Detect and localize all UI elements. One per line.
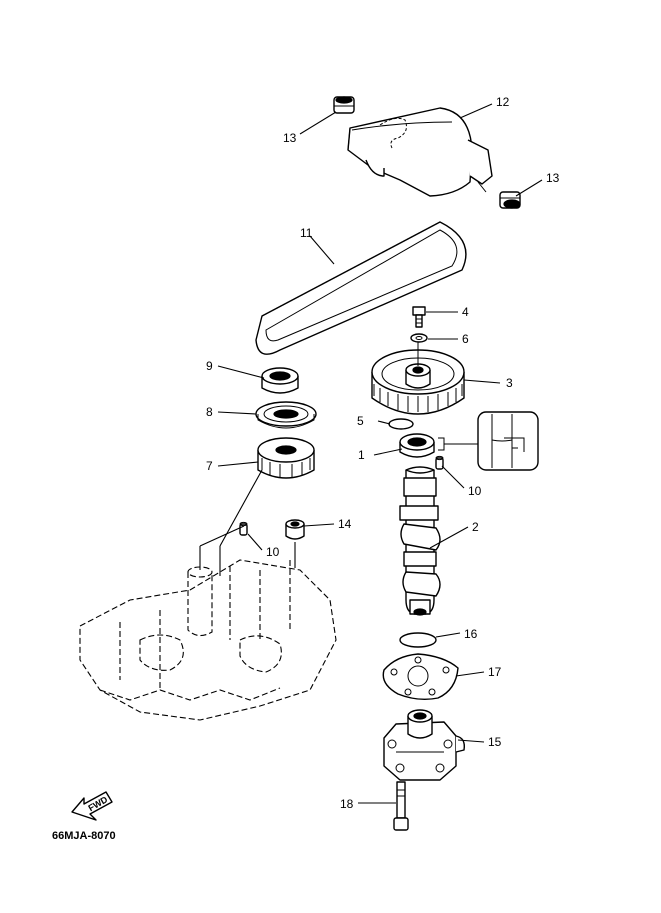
callout-8: 8 <box>206 405 213 419</box>
bolt-18 <box>393 781 409 831</box>
callout-2: 2 <box>472 520 479 534</box>
callout-11: 11 <box>300 226 313 240</box>
callout-10-right: 10 <box>468 484 482 498</box>
callout-12: 12 <box>496 95 510 109</box>
callout-labels: 1 2 3 4 5 6 7 8 9 10 10 11 12 13 13 14 1… <box>206 95 560 811</box>
dowel-pin-10-right <box>435 455 444 470</box>
bushing-14 <box>285 519 305 540</box>
detail-inset <box>438 411 539 471</box>
callout-4: 4 <box>462 305 469 319</box>
camshaft-pulley <box>371 342 465 415</box>
timing-belt <box>255 221 467 355</box>
callout-7: 7 <box>206 459 213 473</box>
timing-belt-cover <box>347 107 493 197</box>
oil-seal-9 <box>261 367 299 394</box>
callout-18: 18 <box>340 797 354 811</box>
o-ring-16 <box>399 632 437 648</box>
callout-3: 3 <box>506 376 513 390</box>
dowel-pin-10-left <box>239 521 248 536</box>
callout-10-left: 10 <box>266 545 280 559</box>
bearing-8 <box>255 401 317 429</box>
o-ring-5 <box>388 418 414 430</box>
callout-14: 14 <box>338 517 352 531</box>
callout-13-left: 13 <box>283 131 297 145</box>
callout-17: 17 <box>488 665 502 679</box>
leader-lines <box>217 103 543 804</box>
callout-15: 15 <box>488 735 502 749</box>
callout-16: 16 <box>464 627 478 641</box>
callout-5: 5 <box>357 414 364 428</box>
oil-seal-1 <box>399 433 435 458</box>
engine-block-outline <box>79 469 337 721</box>
crankshaft-pulley-7 <box>257 437 315 479</box>
callout-13-right: 13 <box>546 171 560 185</box>
oil-pump-15 <box>383 709 466 781</box>
callout-9: 9 <box>206 359 213 373</box>
camshaft <box>399 466 441 616</box>
grommet-13-right <box>499 191 521 209</box>
diagram-code: 66MJA-8070 <box>52 830 116 842</box>
forward-arrow-icon: FWD <box>71 791 113 821</box>
gasket-17 <box>382 653 459 701</box>
grommet-13-left <box>333 96 355 114</box>
callout-1: 1 <box>358 448 365 462</box>
washer-6 <box>410 333 428 343</box>
callout-6: 6 <box>462 332 469 346</box>
bolt-4 <box>412 306 426 328</box>
